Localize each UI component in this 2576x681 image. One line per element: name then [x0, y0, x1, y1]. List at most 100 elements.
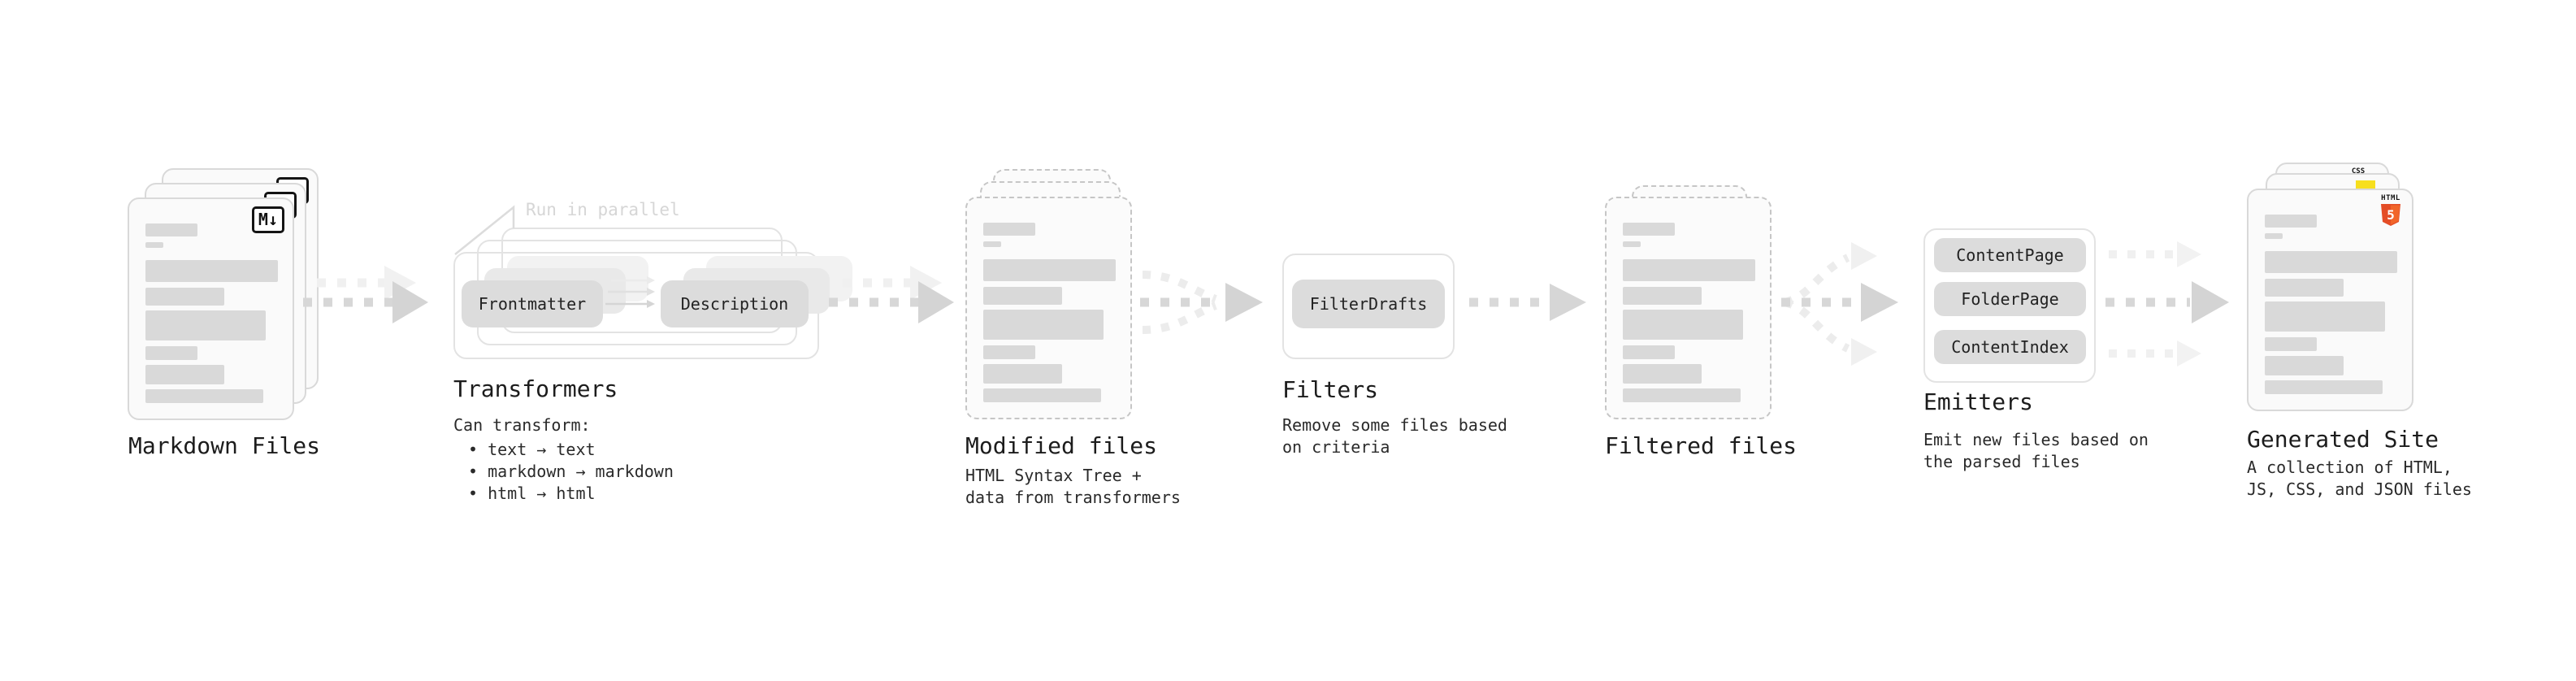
transformers-bullet: • text → text: [468, 440, 596, 459]
content-bar: [145, 310, 266, 340]
content-bar: [2265, 251, 2397, 273]
filters-desc: Remove some files based: [1282, 415, 1507, 435]
content-bar: [983, 310, 1104, 340]
modified-files-desc: HTML Syntax Tree +: [965, 466, 1142, 485]
content-bar: [1623, 345, 1675, 359]
filtered-file-card-front: [1605, 197, 1772, 419]
html5-number: 5: [2387, 207, 2395, 223]
generated-site-desc: A collection of HTML,: [2247, 458, 2452, 477]
content-bar: [145, 260, 278, 282]
description-pill: Description: [661, 280, 809, 327]
content-bar: [983, 223, 1035, 236]
flow-arrow-6-triple: [2105, 241, 2229, 367]
markdown-icon: M↓: [251, 206, 284, 233]
transformers-bullet: • markdown → markdown: [468, 462, 674, 481]
content-bar: [2265, 233, 2283, 239]
stage-label-markdown-files: Markdown Files: [128, 432, 321, 459]
content-bar: [2265, 215, 2317, 228]
emitters-desc: Emit new files based on: [1923, 430, 2149, 449]
html5-shield: 5: [2381, 204, 2400, 226]
arrow-head: [918, 281, 954, 323]
leader-line: [454, 205, 515, 255]
content-bar: [145, 346, 197, 360]
html5-shield-light: [2391, 205, 2400, 225]
arrow-ghost-head: [2177, 340, 2201, 367]
stage-label-filtered-files: Filtered files: [1605, 432, 1798, 459]
modified-file-card-front: [965, 197, 1132, 419]
stage-label-transformers: Transformers: [453, 375, 618, 402]
emitters-box: [1923, 228, 2096, 383]
flow-arrow-5-diverge: [1781, 242, 1898, 366]
transformers-desc-title: Can transform:: [453, 415, 591, 435]
modified-files-desc: data from transformers: [965, 488, 1181, 507]
css-file-label: CSS: [2351, 167, 2366, 176]
document-skeleton: [967, 198, 1130, 402]
frontmatter-pill: Frontmatter: [462, 280, 603, 327]
flow-arrow-4: [1469, 284, 1586, 321]
arrow-branch-head: [1851, 242, 1877, 270]
stage-label-emitters: Emitters: [1923, 388, 2033, 415]
content-bar: [983, 259, 1116, 281]
content-bar: [2265, 279, 2344, 297]
html5-label: HTML: [2381, 194, 2400, 202]
arrow-ghost-head: [384, 266, 416, 300]
content-bar: [145, 365, 224, 384]
arrow-ghost-head: [910, 266, 942, 300]
arrow-branch-head: [1851, 338, 1877, 366]
content-bar: [1623, 259, 1755, 281]
content-bar: [1623, 364, 1702, 384]
parallel-mini-arrows: [605, 276, 655, 308]
stage-label-modified-files: Modified files: [965, 432, 1158, 459]
emitters-desc: the parsed files: [1923, 452, 2080, 471]
arrow-branch-bottom: [1783, 298, 1850, 353]
mini-arrow-head: [647, 300, 655, 308]
content-bar: [2265, 356, 2344, 375]
filters-desc: on criteria: [1282, 437, 1390, 457]
stage-label-generated-site: Generated Site: [2247, 426, 2439, 453]
content-bar: [2265, 380, 2383, 394]
content-bar: [145, 223, 197, 236]
mini-arrow-head: [647, 288, 655, 296]
flow-arrow-1: [303, 266, 428, 323]
document-skeleton: [129, 199, 293, 403]
content-bar: [145, 389, 263, 403]
content-bar: [2265, 337, 2317, 351]
contentindex-pill: ContentIndex: [1934, 330, 2086, 364]
content-bar: [983, 388, 1101, 402]
arrow-head: [2192, 281, 2229, 323]
arrow-head: [1861, 283, 1898, 322]
document-skeleton: [2249, 190, 2412, 394]
content-bar: [1623, 223, 1675, 236]
contentpage-pill: ContentPage: [1934, 238, 2086, 272]
content-bar: [983, 345, 1035, 359]
generated-site-desc: JS, CSS, and JSON files: [2247, 479, 2472, 499]
document-skeleton: [1607, 198, 1770, 402]
content-bar: [145, 288, 224, 306]
filterdrafts-pill: FilterDrafts: [1292, 280, 1445, 328]
filters-box: [1282, 254, 1455, 359]
arrow-branch-top: [1783, 254, 1850, 306]
generated-html-card: HTML 5: [2247, 189, 2413, 411]
arrow-head: [1550, 284, 1586, 321]
arrow-head: [1225, 283, 1263, 322]
folderpage-pill: FolderPage: [1934, 282, 2086, 316]
content-bar: [145, 242, 163, 248]
arrow-ghost-head: [2177, 241, 2201, 267]
run-in-parallel-annotation: Run in parallel: [526, 200, 680, 219]
markdown-file-card-front: M↓: [128, 197, 294, 420]
arrow-branch-bottom: [1142, 301, 1217, 334]
content-bar: [1623, 287, 1702, 305]
annotation-leader-line: [454, 205, 515, 255]
content-bar: [1623, 310, 1743, 340]
stage-label-filters: Filters: [1282, 376, 1379, 403]
content-bar: [983, 287, 1062, 305]
content-bar: [1623, 388, 1741, 402]
content-bar: [983, 364, 1062, 384]
flow-arrow-3-converge: [1140, 271, 1263, 334]
flow-arrow-2: [829, 266, 954, 323]
arrow-branch-top: [1142, 271, 1217, 303]
html5-icon: HTML 5: [2379, 195, 2402, 230]
arrow-head: [392, 281, 428, 323]
transformers-bullet: • html → html: [468, 484, 596, 503]
